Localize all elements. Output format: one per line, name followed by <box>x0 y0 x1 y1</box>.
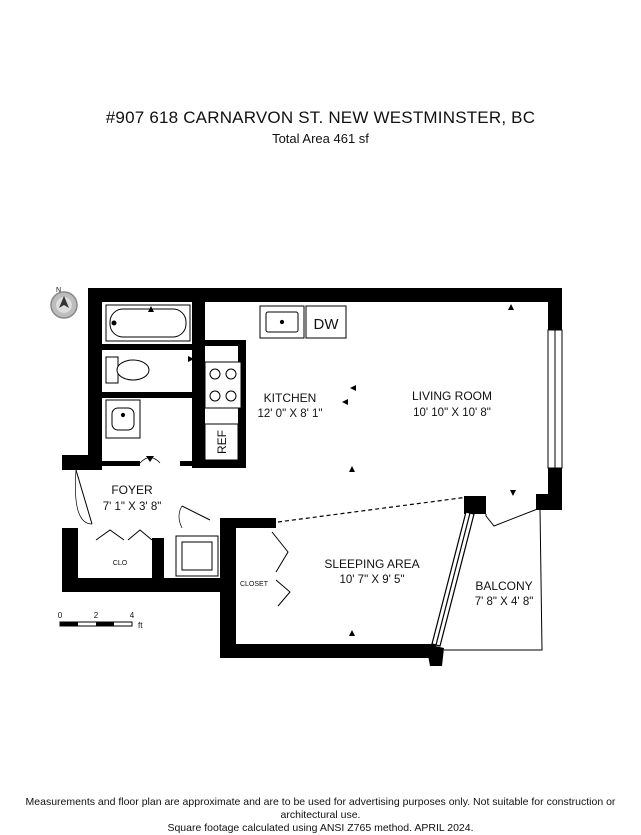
foyer-dims: 7' 1" X 3' 8" <box>103 501 162 513</box>
floor-plan: N <box>50 287 563 666</box>
walls <box>62 288 562 666</box>
closet-bifold-door <box>271 531 291 607</box>
scale-tick-2: 2 <box>94 611 99 620</box>
interior-walls <box>102 300 246 468</box>
sleeping-dims: 10' 7" X 9' 5" <box>340 574 405 586</box>
toilet-icon <box>105 356 150 384</box>
total-area: Total Area 461 sf <box>272 131 369 146</box>
closet-label: CLOSET <box>240 581 269 588</box>
kitchen-sink-icon <box>259 305 305 339</box>
clo-bifold-door <box>95 529 153 541</box>
disclaimer-line-1: Measurements and floor plan are approxim… <box>25 796 616 821</box>
dishwasher-label: DW <box>314 316 340 333</box>
living-window <box>547 329 563 469</box>
disclaimer-line-2: Square footage calculated using ANSI Z76… <box>167 822 474 834</box>
balcony-dims: 7' 8" X 4' 8" <box>475 596 534 608</box>
area-divider-dashed <box>277 496 469 523</box>
vanity-icon <box>105 399 141 439</box>
compass-icon: N <box>50 287 78 319</box>
sleeping-name: SLEEPING AREA <box>324 557 419 571</box>
balcony-outline <box>444 507 543 651</box>
clo-label: CLO <box>113 560 128 567</box>
door-swings <box>75 457 211 529</box>
balcony-name: BALCONY <box>475 579 532 593</box>
scale-bar: 0 2 4 ft <box>58 611 143 630</box>
bathtub-icon <box>105 304 191 342</box>
refrigerator-label: REF <box>215 430 229 454</box>
washer-dryer-icon <box>175 535 219 577</box>
compass-north-label: N <box>56 287 61 294</box>
dishwasher: DW <box>305 305 347 339</box>
living-name: LIVING ROOM <box>412 389 492 403</box>
plan-title: #907 618 CARNARVON ST. NEW WESTMINSTER, … <box>105 108 536 127</box>
balcony-sliding-door <box>431 511 475 647</box>
scale-unit: ft <box>138 621 143 630</box>
disclaimer: Measurements and floor plan are approxim… <box>0 796 641 835</box>
scale-tick-0: 0 <box>58 611 63 620</box>
kitchen-dims: 12' 0" X 8' 1" <box>258 408 323 420</box>
foyer-name: FOYER <box>111 483 153 497</box>
living-dims: 10' 10" X 10' 8" <box>413 407 491 419</box>
refrigerator: REF <box>204 423 239 461</box>
photo-markers <box>146 304 516 636</box>
kitchen-name: KITCHEN <box>264 391 317 405</box>
scale-tick-4: 4 <box>130 611 135 620</box>
stove-icon <box>204 361 242 409</box>
